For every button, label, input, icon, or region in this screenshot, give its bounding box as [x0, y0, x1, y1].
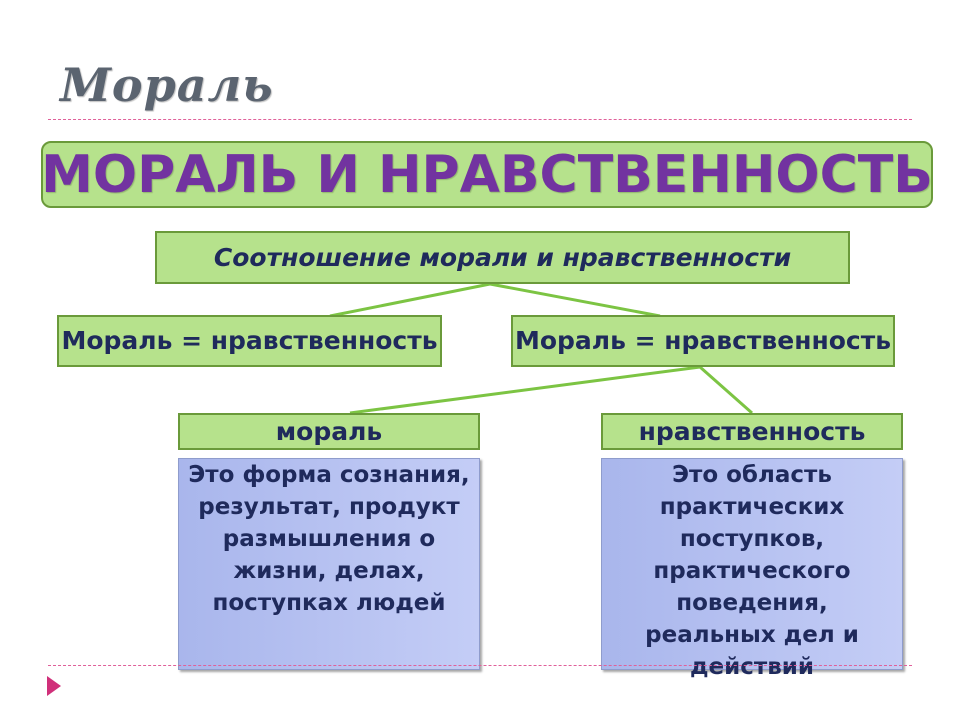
subheading-box: Соотношение морали и нравственности [155, 231, 850, 284]
bottom-divider [48, 665, 912, 666]
next-arrow-icon[interactable] [47, 676, 61, 696]
concept-box-ethics: нравственность [601, 413, 903, 450]
top-divider [48, 119, 912, 120]
subheading: Соотношение морали и нравственности [213, 243, 792, 272]
slide-title: Мораль [60, 58, 274, 112]
connector-eq-to-moral [349, 365, 701, 415]
equation-box-right: Мораль = нравственность [511, 315, 895, 367]
main-heading-box: МОРАЛЬ И НРАВСТВЕННОСТЬ [41, 141, 933, 208]
equation-left-text: Мораль = нравственность [61, 326, 438, 355]
connector-eq-to-ethics [699, 365, 753, 415]
equation-box-left: Мораль = нравственность [57, 315, 442, 367]
connector-sub-to-left [329, 282, 491, 318]
connector-sub-to-right [489, 282, 661, 318]
definition-ethics-text: Это область практических поступков, прак… [645, 462, 859, 680]
concept-moral-text: мораль [275, 417, 383, 446]
equation-right-text: Мораль = нравственность [514, 326, 892, 355]
definition-moral-text: Это форма сознания, результат, продукт р… [188, 462, 470, 616]
definition-box-moral: Это форма сознания, результат, продукт р… [178, 458, 480, 670]
definition-box-ethics: Это область практических поступков, прак… [601, 458, 903, 680]
concept-ethics-text: нравственность [638, 417, 866, 446]
main-heading: МОРАЛЬ И НРАВСТВЕННОСТЬ [41, 144, 933, 205]
concept-box-moral: мораль [178, 413, 480, 450]
